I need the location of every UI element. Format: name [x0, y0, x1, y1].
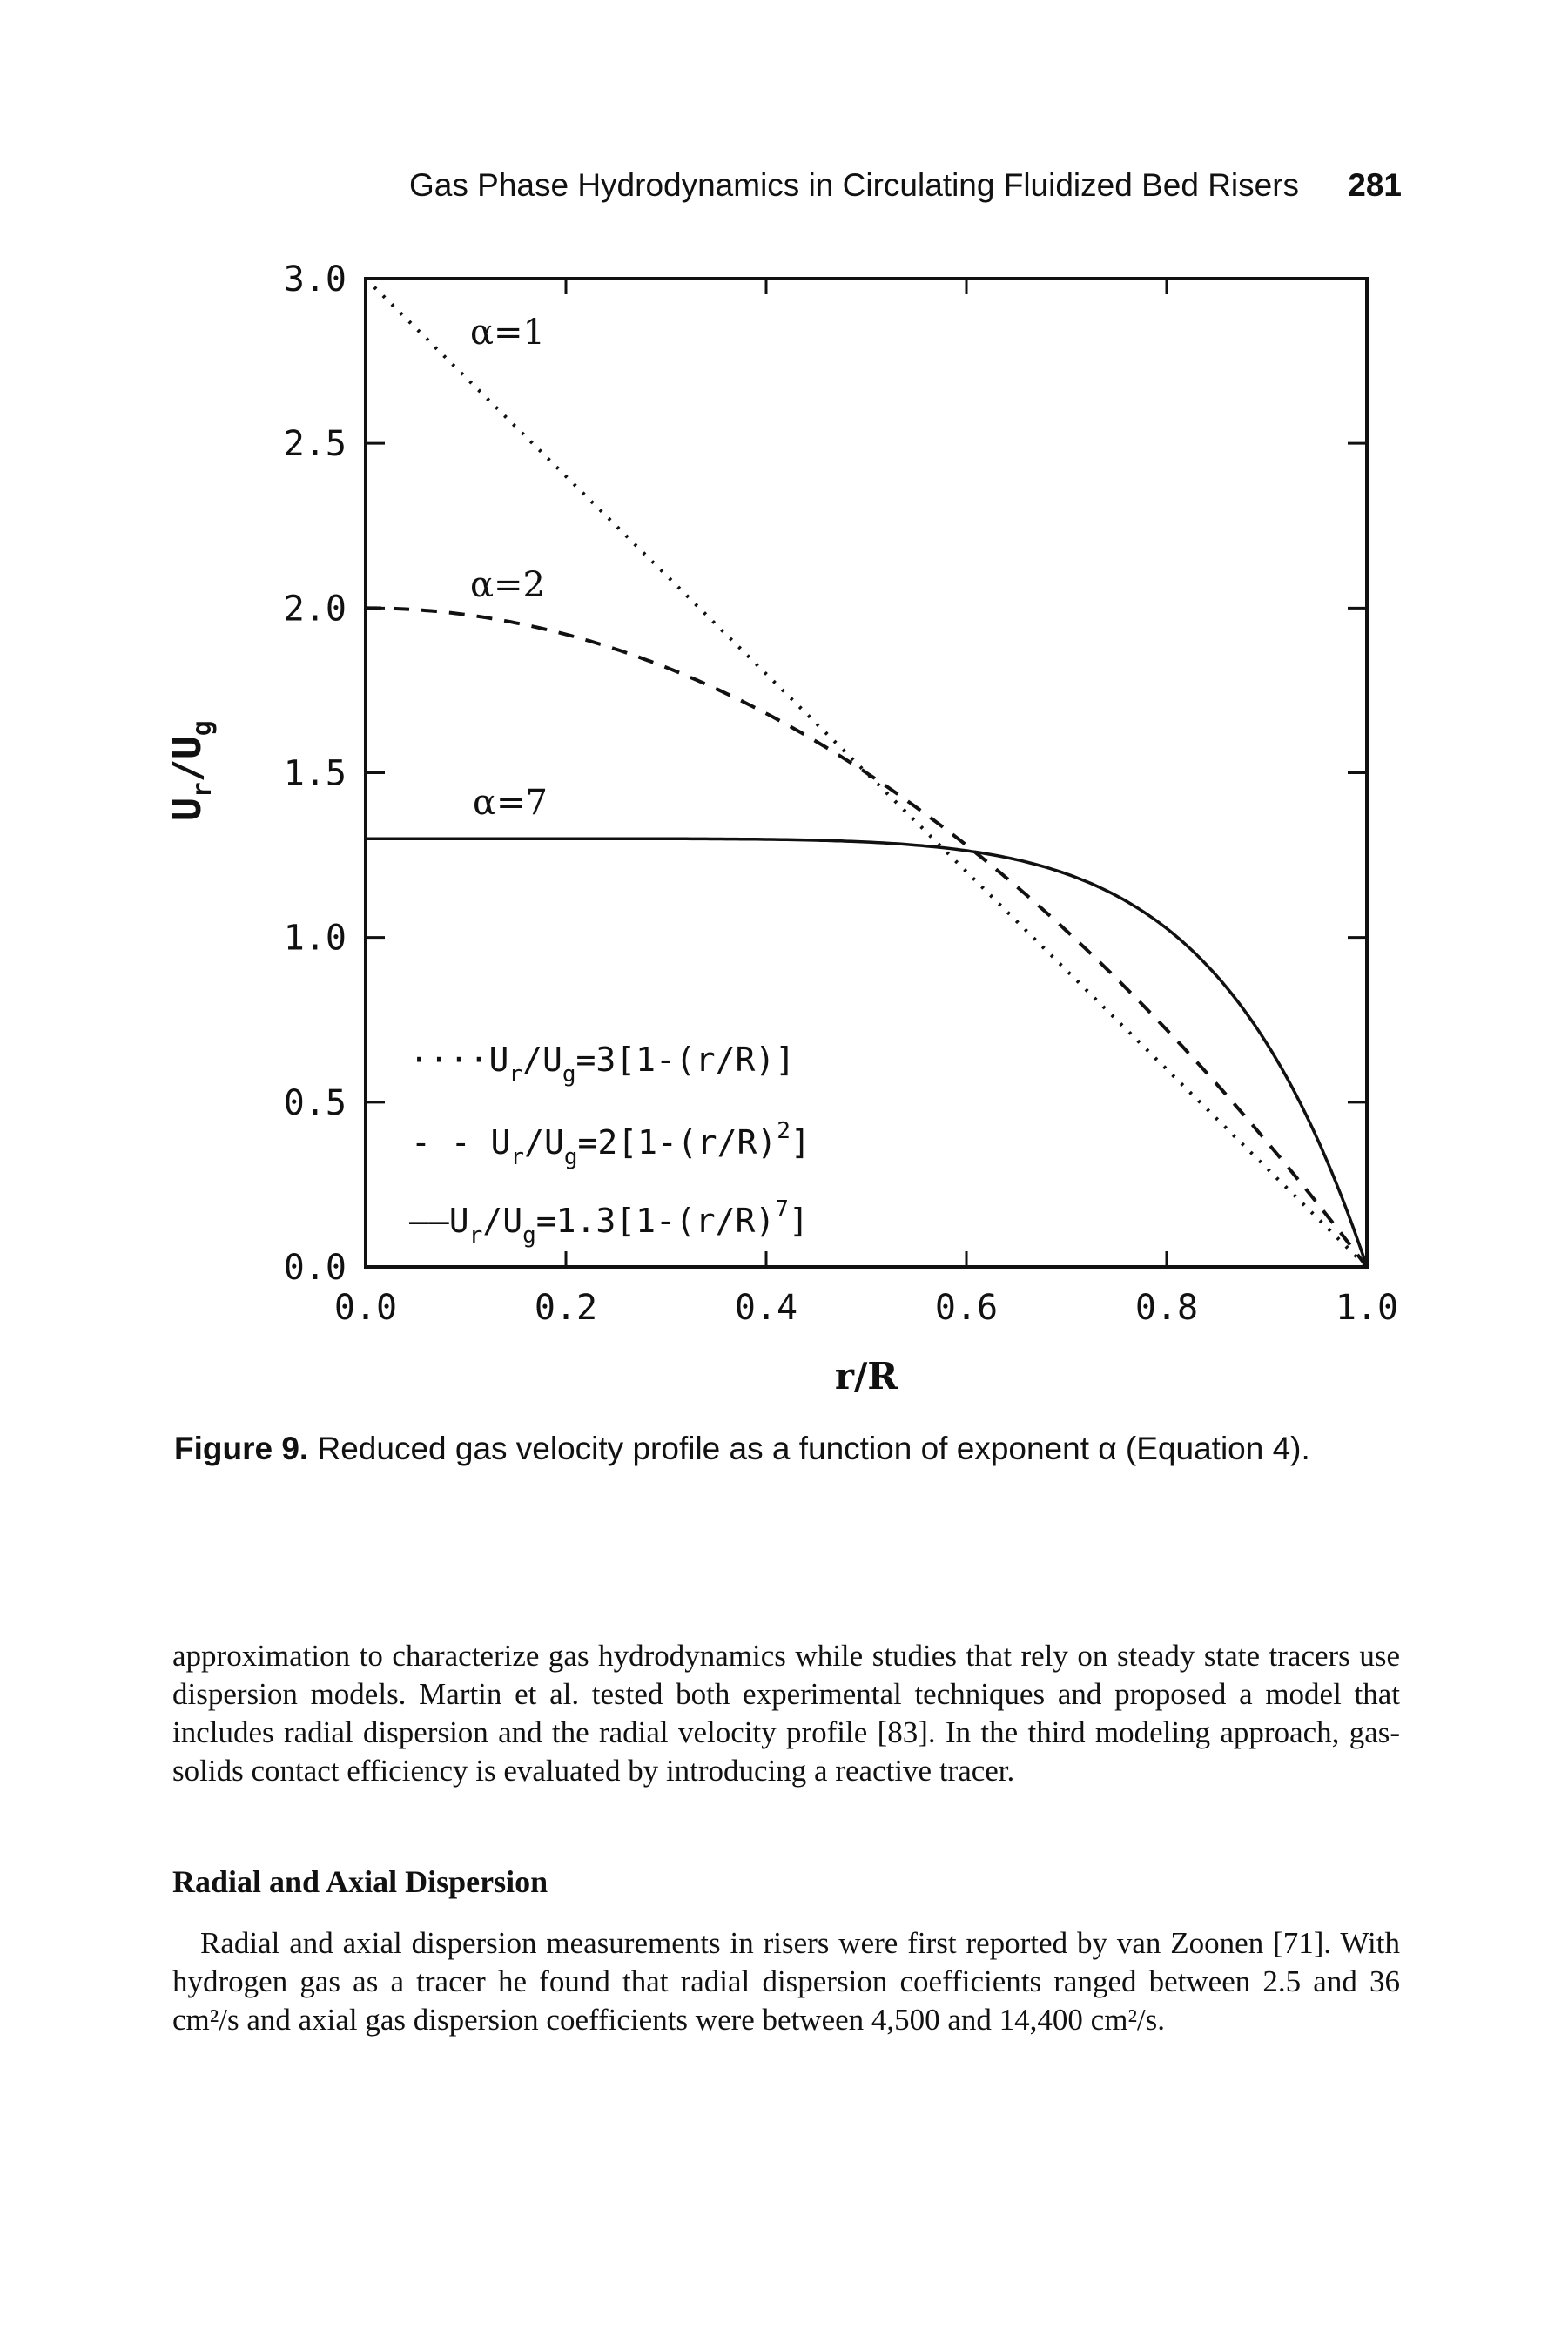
annotation-alpha-1: α=1 [470, 313, 545, 353]
y-tick-label: 3.0 [284, 259, 347, 300]
section-heading: Radial and Axial Dispersion [172, 1864, 548, 1899]
y-tick-label: 0.0 [284, 1248, 347, 1288]
series-line-alpha-2 [365, 606, 1369, 1269]
y-axis-label: Ur/Ug [165, 720, 218, 821]
running-title: Gas Phase Hydrodynamics in Circulating F… [409, 167, 1300, 203]
annotation-alpha-7: α=7 [473, 783, 548, 823]
figure-caption: Figure 9. Reduced gas velocity profile a… [174, 1428, 1376, 1470]
y-tick-label: 1.5 [284, 754, 347, 794]
ylabel-u1: U [165, 798, 210, 821]
tick-labels: 0.0 0.2 0.4 0.6 0.8 1.0 0.0 0.5 1.0 1.5 2.0 2.5 3.0 [284, 259, 1398, 1328]
x-axis-label: r/R [835, 1355, 898, 1398]
series-line-alpha-7 [366, 837, 1369, 1268]
legend-entry-alpha-2: - - Ur/Ug=2[1-(r/R)2] [411, 1118, 811, 1170]
x-tick-label: 0.8 [1135, 1288, 1198, 1328]
series-line-alpha-1 [364, 277, 1369, 1269]
x-tick-label: 0.2 [535, 1288, 597, 1328]
page-number: 281 [1348, 167, 1402, 203]
page-header: Gas Phase Hydrodynamics in Circulating F… [409, 167, 1402, 211]
ylabel-sub-r: r [187, 782, 218, 798]
body-paragraph-1: approximation to characterize gas hydrod… [172, 1639, 1400, 1788]
x-tick-label: 0.6 [935, 1288, 998, 1328]
ylabel-sub-g: g [187, 720, 218, 736]
x-tick-label: 0.4 [735, 1288, 797, 1328]
y-tick-label: 1.0 [284, 919, 347, 959]
figure-label: Figure 9. [174, 1431, 309, 1466]
legend: ····Ur/Ug=3[1-(r/R)] - - Ur/Ug=2[1-(r/R)… [409, 1041, 811, 1249]
x-tick-label: 1.0 [1336, 1288, 1398, 1328]
legend-entry-alpha-1: ····Ur/Ug=3[1-(r/R)] [409, 1041, 795, 1088]
y-tick-label: 2.0 [284, 589, 347, 629]
y-tick-label: 2.5 [284, 424, 347, 464]
figure-caption-text: Reduced gas velocity profile as a functi… [317, 1431, 1310, 1466]
ylabel-slash: /U [165, 736, 210, 782]
x-tick-label: 0.0 [334, 1288, 397, 1328]
annotation-alpha-2: α=2 [470, 565, 545, 605]
body-paragraph-2: Radial and axial dispersion measurements… [172, 1926, 1400, 2037]
y-tick-label: 0.5 [284, 1083, 347, 1123]
legend-entry-alpha-7: ——Ur/Ug=1.3[1-(r/R)7] [409, 1196, 809, 1249]
axis-ticks [366, 279, 1367, 1267]
curves [364, 277, 1369, 1269]
